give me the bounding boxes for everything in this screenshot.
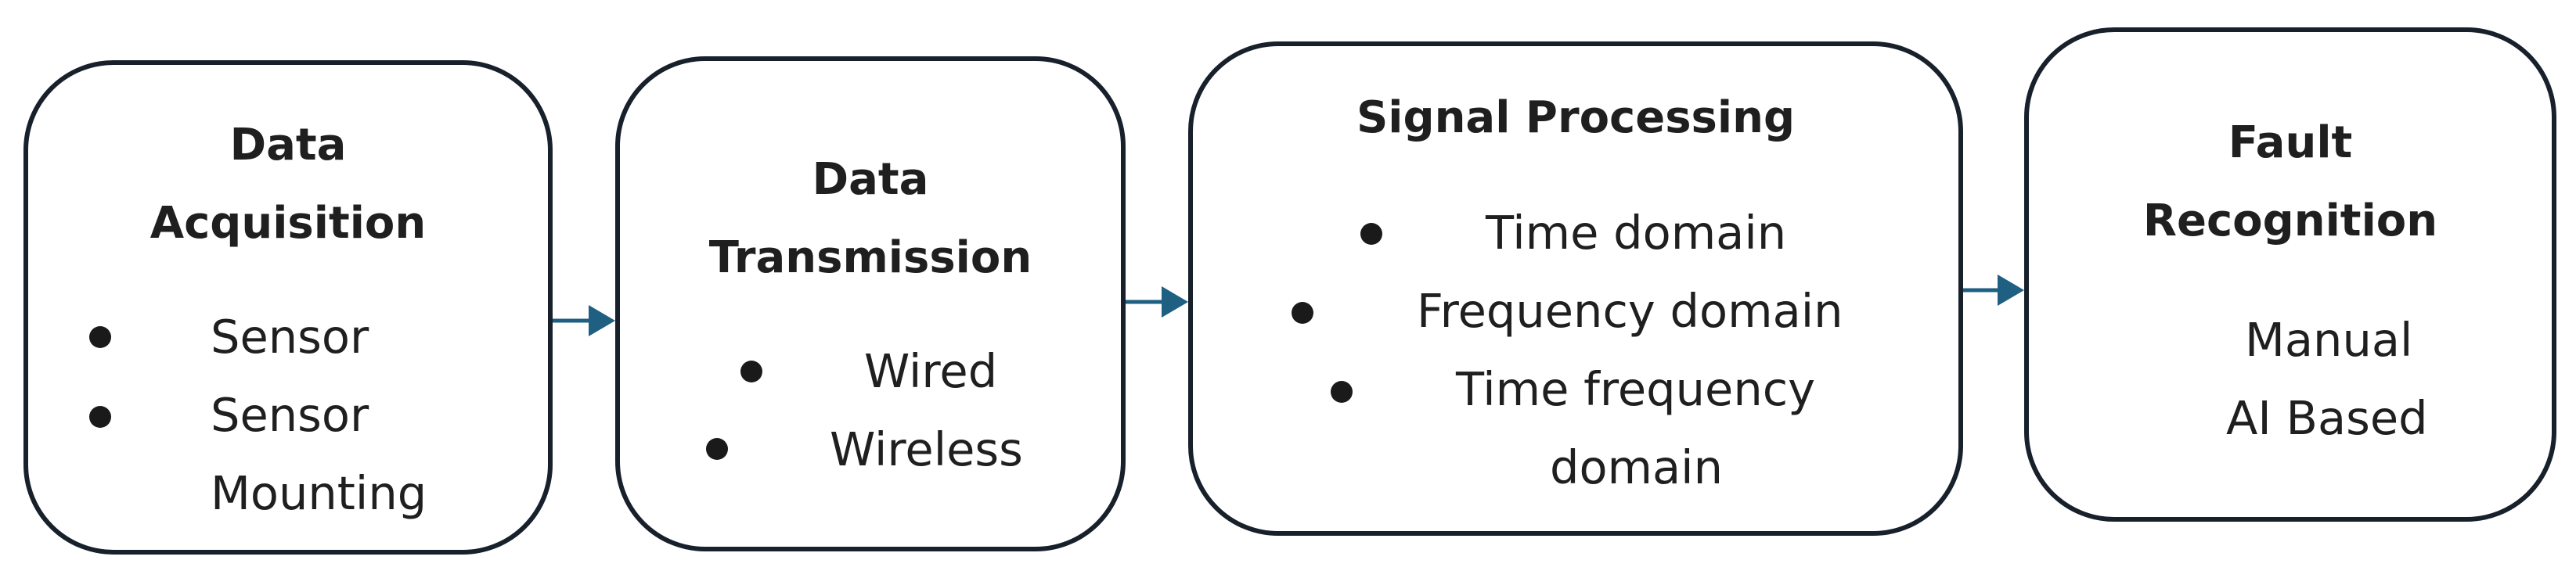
- bullet-icon: [1331, 381, 1353, 403]
- stage-item: Wireless: [830, 422, 1023, 476]
- stage-item: Manual: [2245, 313, 2413, 367]
- arrow-processing-to-recognition: [1963, 275, 2024, 306]
- stage-data-acquisition: Data Acquisition Sensor Sensor Mounting: [23, 60, 553, 555]
- bullet-icon: [89, 406, 111, 428]
- stage-item: Sensor: [211, 388, 369, 442]
- stage-title-line: Data: [229, 120, 347, 171]
- arrow-acquisition-to-transmission: [551, 305, 615, 336]
- stage-title-line: Signal Processing: [1356, 92, 1796, 143]
- stage-item: domain: [1550, 440, 1723, 494]
- stage-item: Mounting: [211, 466, 427, 520]
- stage-signal-processing: Signal Processing Time domain Frequency …: [1188, 41, 1963, 536]
- stage-title-line: Data: [812, 154, 929, 205]
- bullet-icon: [1360, 223, 1382, 245]
- stage-item: Time domain: [1486, 206, 1787, 260]
- bullet-icon: [706, 438, 728, 460]
- stage-title-line: Recognition: [2142, 196, 2438, 246]
- stage-item: Wired: [864, 344, 998, 398]
- stage-title-line: Acquisition: [150, 198, 427, 249]
- bullet-icon: [89, 326, 111, 348]
- arrow-transmission-to-processing: [1126, 286, 1188, 318]
- stage-data-transmission: Data Transmission Wired Wireless: [615, 56, 1126, 551]
- bullet-icon: [740, 361, 762, 382]
- stage-item: Sensor: [211, 310, 369, 364]
- bullet-icon: [1292, 302, 1313, 324]
- stage-title-line: Fault: [2228, 117, 2353, 168]
- stage-fault-recognition: Fault Recognition Manual AI Based: [2024, 27, 2556, 522]
- stage-item: AI Based: [2226, 391, 2428, 445]
- stage-title-line: Transmission: [708, 232, 1032, 283]
- stage-item: Frequency domain: [1417, 284, 1843, 338]
- stage-item: Time frequency: [1456, 362, 1816, 416]
